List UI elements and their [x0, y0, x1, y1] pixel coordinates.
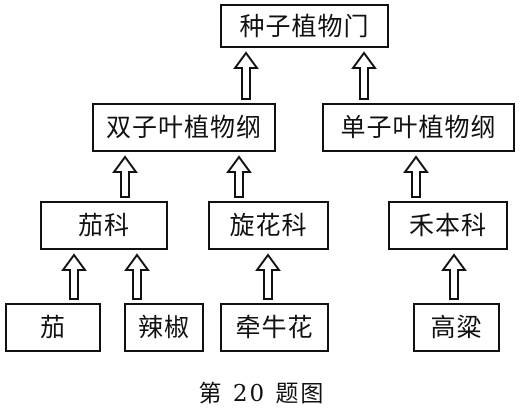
arrow-up-sorghum-to-poaceae — [441, 253, 467, 300]
node-class-dicot-label: 双子叶植物纲 — [105, 113, 262, 142]
arrow-up-morning-glory-to-convolvulaceae — [255, 253, 281, 300]
node-family-solanaceae-label: 茄科 — [77, 211, 130, 240]
node-family-poaceae: 禾本科 — [388, 201, 508, 250]
arrow-up-solanaceae-to-dicot — [112, 155, 138, 198]
node-species-sorghum-label: 高粱 — [430, 313, 483, 342]
node-class-monocot-label: 单子叶植物纲 — [340, 113, 497, 142]
node-species-pepper-label: 辣椒 — [137, 313, 190, 342]
node-species-eggplant-label: 茄 — [39, 313, 66, 342]
arrow-up-poaceae-to-monocot — [403, 155, 429, 198]
arrow-up-eggplant-to-solanaceae — [61, 253, 87, 300]
node-species-sorghum: 高粱 — [413, 303, 500, 352]
node-species-morning-glory-label: 牵牛花 — [235, 313, 314, 342]
arrow-up-pepper-to-solanaceae — [124, 253, 150, 300]
node-phylum-label: 种子植物门 — [239, 11, 370, 41]
arrow-up-monocot-to-phylum — [351, 51, 377, 100]
arrow-up-dicot-to-phylum — [233, 51, 259, 100]
node-species-pepper: 辣椒 — [124, 303, 204, 352]
node-family-poaceae-label: 禾本科 — [408, 211, 487, 240]
node-family-convolvulaceae-label: 旋花科 — [229, 211, 308, 240]
node-species-morning-glory: 牵牛花 — [220, 303, 329, 352]
arrow-up-convolvulaceae-to-dicot — [226, 155, 252, 198]
node-phylum: 种子植物门 — [220, 4, 389, 48]
figure-caption: 第 20 题图 — [198, 381, 326, 407]
node-class-monocot: 单子叶植物纲 — [322, 103, 515, 152]
node-class-dicot: 双子叶植物纲 — [92, 103, 276, 152]
node-family-convolvulaceae: 旋花科 — [208, 201, 329, 250]
node-family-solanaceae: 茄科 — [40, 201, 168, 250]
node-species-eggplant: 茄 — [5, 303, 101, 352]
